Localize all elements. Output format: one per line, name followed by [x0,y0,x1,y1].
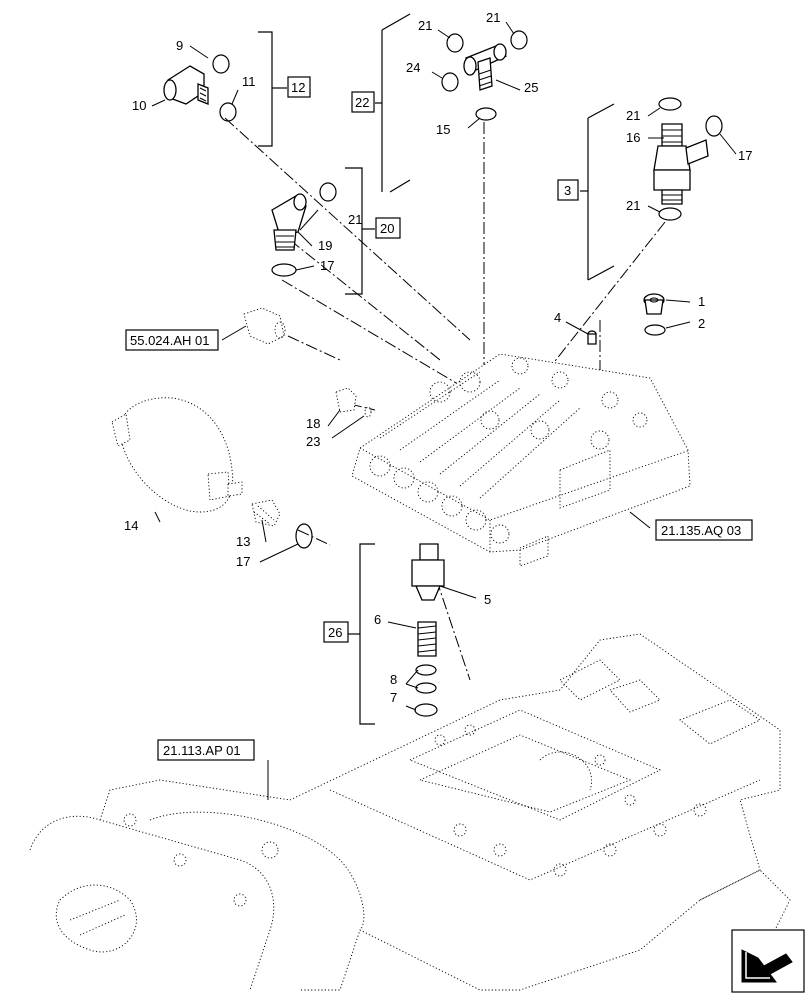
callout-25: 25 [524,80,538,95]
fitting-18 [335,387,372,418]
pressure-sensor [243,307,286,345]
o-ring-17-tee [705,115,723,137]
callout-1: 1 [698,294,705,309]
group-label-26: 26 [328,625,342,640]
group-box-26: 26 [323,621,349,643]
o-ring-7 [414,703,438,717]
washer-8-bottom [415,682,437,694]
group-label-3: 3 [564,183,571,198]
callout-21-tee-left: 21 [418,18,432,33]
reference-label: 21.135.AQ 03 [661,523,741,538]
o-ring-21-right [510,30,528,50]
callout-8: 8 [390,672,397,687]
o-ring-11 [219,102,237,122]
transmission-housing [29,633,791,991]
bracket-22 [375,13,411,193]
leader-lines [151,21,737,800]
o-ring-2 [644,324,666,336]
bracket-26 [348,543,375,725]
callout-17-adapter: 17 [738,148,752,163]
washer-8-top [415,664,437,676]
callout-21-adapter-bottom: 21 [626,198,640,213]
o-ring-24 [441,72,459,92]
callout-17-elbow: 17 [320,258,334,273]
spring-6 [417,621,437,657]
callout-6: 6 [374,612,381,627]
callout-21-elbow: 21 [348,212,362,227]
elbow-adapter-19 [271,193,307,251]
elbow-fitting-10 [163,65,209,105]
fitting-5 [411,543,445,601]
next-page-arrow-icon[interactable] [731,929,805,993]
callout-23: 23 [306,434,320,449]
group-label-20: 20 [380,221,394,236]
callout-11: 11 [242,74,256,89]
o-ring-17-elbow [271,263,297,277]
reference-label: 21.113.AP 01 [163,743,241,758]
callout-16: 16 [626,130,640,145]
connector-13 [251,499,281,527]
bracket-12 [258,31,287,147]
callout-7: 7 [390,690,397,705]
group-box-3: 3 [557,179,579,201]
group-box-12: 12 [287,76,311,98]
callout-17-lower: 17 [236,554,250,569]
o-ring-9 [212,54,230,74]
reference-label: 55.024.AH 01 [130,333,210,348]
o-ring-21-elbow [319,182,337,202]
o-ring-17-lower [295,523,313,549]
group-box-22: 22 [351,91,375,113]
callout-2: 2 [698,316,705,331]
callout-5: 5 [484,592,491,607]
group-label-12: 12 [291,80,305,95]
plug-1 [643,293,665,315]
callout-21-adapter-top: 21 [626,108,640,123]
reference-21-135-AQ-03[interactable]: 21.135.AQ 03 [655,519,753,541]
group-box-20: 20 [375,217,401,239]
callout-4: 4 [554,310,561,325]
valve-block [351,353,691,567]
pin-4 [587,330,597,345]
callout-9: 9 [176,38,183,53]
o-ring-21-top [658,97,682,111]
bracket-3 [580,103,615,281]
reference-21-113-AP-01[interactable]: 21.113.AP 01 [157,739,255,761]
callout-18: 18 [306,416,320,431]
o-ring-21-left [446,33,464,53]
o-ring-15 [475,107,497,121]
callout-15: 15 [436,122,450,137]
reference-55-024-AH-01[interactable]: 55.024.AH 01 [125,329,219,351]
accumulator-14 [111,397,243,513]
bracket-20 [345,167,375,295]
callouts: 9 10 11 21 21 24 25 15 21 16 17 21 21 19… [124,10,752,705]
callout-13: 13 [236,534,250,549]
tee-fitting-25 [463,43,508,91]
callout-14: 14 [124,518,138,533]
callout-10: 10 [132,98,146,113]
o-ring-21-bottom [658,207,682,221]
callout-19: 19 [318,238,332,253]
group-label-22: 22 [355,95,369,110]
tee-adapter-16 [653,123,709,205]
callout-24: 24 [406,60,420,75]
callout-21-tee-right: 21 [486,10,500,25]
